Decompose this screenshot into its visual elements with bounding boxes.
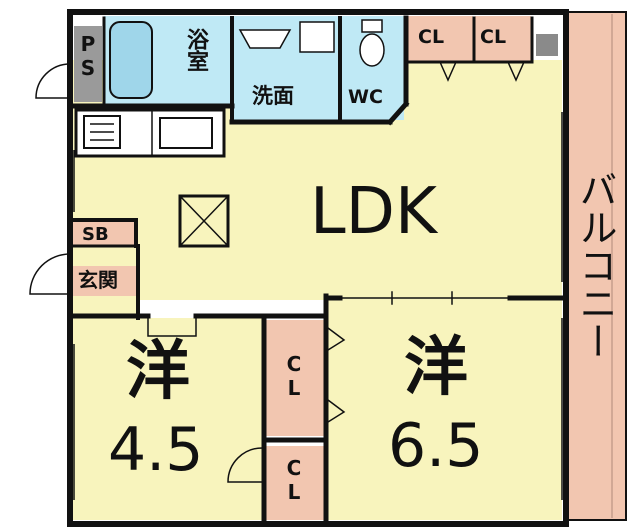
closet-top-1-floor: [407, 16, 473, 62]
ps-floor: [74, 26, 102, 102]
west-room-floor: [72, 318, 264, 520]
sb-label: SB: [82, 224, 109, 245]
closet-mid-label: CL: [282, 352, 306, 400]
west-room-type: 洋: [126, 335, 190, 409]
east-room-floor: [328, 300, 562, 520]
balcony-label: バルコニー: [573, 170, 617, 360]
east-room-size: 6.5: [388, 411, 484, 481]
entrance-label: 玄関: [78, 268, 118, 292]
west-room-size: 4.5: [108, 415, 204, 485]
east-room-type: 洋: [404, 331, 468, 405]
closet-top-2-floor: [475, 16, 531, 62]
entrance-label-floor: [72, 266, 138, 296]
ps-label: PS: [76, 32, 100, 80]
bath-label: 浴室: [183, 28, 208, 72]
closet-top-2-label: CL: [480, 26, 507, 48]
washroom-label: 洗面: [252, 84, 294, 108]
closet-bottom-floor: [266, 446, 324, 520]
pipe-shaft: [536, 34, 558, 56]
ldk-label: LDK: [310, 175, 437, 249]
wc-label: WC: [348, 86, 383, 108]
closet-mid-floor: [266, 320, 324, 436]
closet-bottom-label: CL: [282, 456, 306, 504]
sb-floor: [72, 222, 134, 246]
closet-top-1-label: CL: [418, 26, 445, 48]
